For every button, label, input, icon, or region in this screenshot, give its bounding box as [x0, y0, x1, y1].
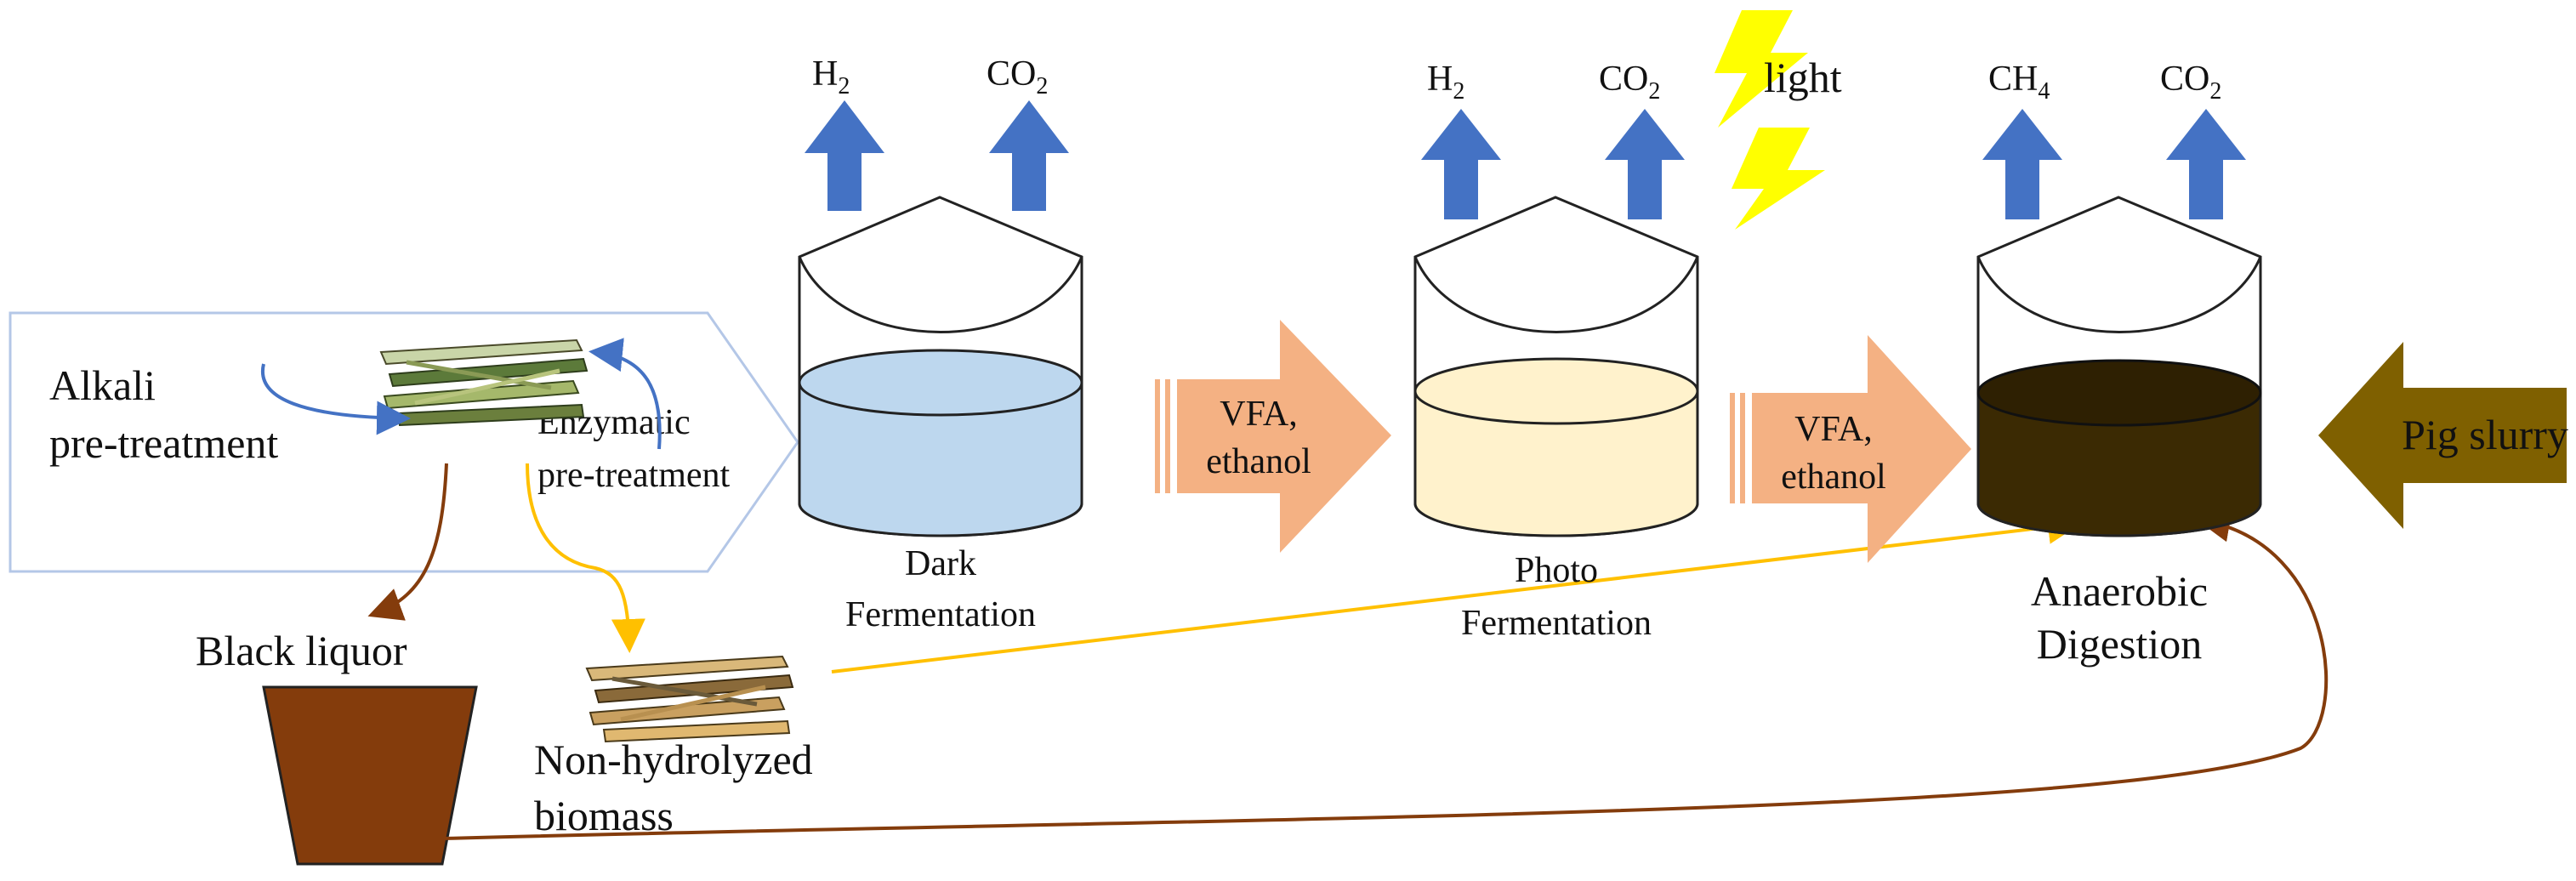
non-hydrolyzed-label-line2: biomass — [534, 792, 674, 839]
photo-co2-arrow — [1605, 109, 1685, 219]
photo-fermentation-label-line2: Fermentation — [1461, 604, 1652, 643]
alkali-label-line1: Alkali — [49, 361, 156, 409]
to-black-liquor-line — [367, 463, 448, 621]
vfa-ethanol-1-line2: ethanol — [1206, 442, 1311, 481]
anaerobic-digestion-label-line1: Anaerobic — [2031, 567, 2208, 615]
digestion-ch4-arrow — [1982, 109, 2062, 219]
vfa-ethanol-2-line2: ethanol — [1781, 458, 1886, 497]
dark-h2-arrow — [805, 100, 884, 211]
photo-h2-arrow — [1421, 109, 1501, 219]
vfa-ethanol-arrow-1 — [1155, 320, 1391, 553]
vfa-ethanol-1-line1: VFA, — [1220, 395, 1297, 434]
black-liquor-label: Black liquor — [196, 627, 407, 674]
photo-fermentation-reactor — [1413, 196, 1699, 537]
dark-fermentation-label-line2: Fermentation — [845, 595, 1036, 634]
photo-fermentation-label-line1: Photo — [1515, 551, 1598, 590]
digestion-ch4-label: CH4 — [1988, 60, 2050, 105]
pretreatment-panel — [9, 311, 799, 573]
photo-h2-label: H2 — [1427, 60, 1464, 105]
alkali-to-biomass-arrow — [260, 363, 411, 435]
non-hydrolyzed-label-line1: Non-hydrolyzed — [534, 736, 813, 783]
black-liquor-pot — [262, 685, 478, 866]
anaerobic-digestion-liquid — [1976, 391, 2262, 537]
non-hydrolyzed-biomass-icon — [585, 655, 794, 743]
enzymatic-label-line2: pre-treatment — [537, 456, 731, 495]
dark-co2-arrow — [989, 100, 1069, 211]
black-liquor-to-digester-arrow — [441, 508, 2329, 840]
digestion-co2-arrow — [2166, 109, 2246, 219]
digestion-co2-label: CO2 — [2160, 60, 2221, 105]
vfa-ethanol-2-line1: VFA, — [1794, 410, 1872, 449]
dark-fermentation-label-line1: Dark — [905, 544, 976, 583]
light-label: light — [1764, 54, 1842, 101]
anaerobic-digestion-label-line2: Digestion — [2037, 620, 2202, 668]
anaerobic-digestion-reactor — [1976, 196, 2262, 537]
vfa-ethanol-arrow-2 — [1730, 335, 1971, 563]
lightning-icon — [1714, 10, 1808, 128]
dark-co2-label: CO2 — [987, 54, 1048, 99]
enzymatic-to-biomass-arrow — [589, 338, 662, 450]
dark-fermentation-reactor — [798, 196, 1083, 537]
photo-fermentation-liquid — [1413, 389, 1699, 537]
photo-co2-label: CO2 — [1599, 60, 1660, 105]
pig-slurry-label: Pig slurry — [2402, 411, 2568, 458]
lightning-icon-2 — [1732, 128, 1825, 230]
alkali-label-line2: pre-treatment — [49, 419, 278, 467]
to-non-hydrolyzed-line — [526, 463, 645, 653]
dark-h2-label: H2 — [812, 54, 850, 99]
pig-slurry-arrow — [2318, 342, 2567, 529]
dark-fermentation-liquid — [798, 381, 1083, 537]
